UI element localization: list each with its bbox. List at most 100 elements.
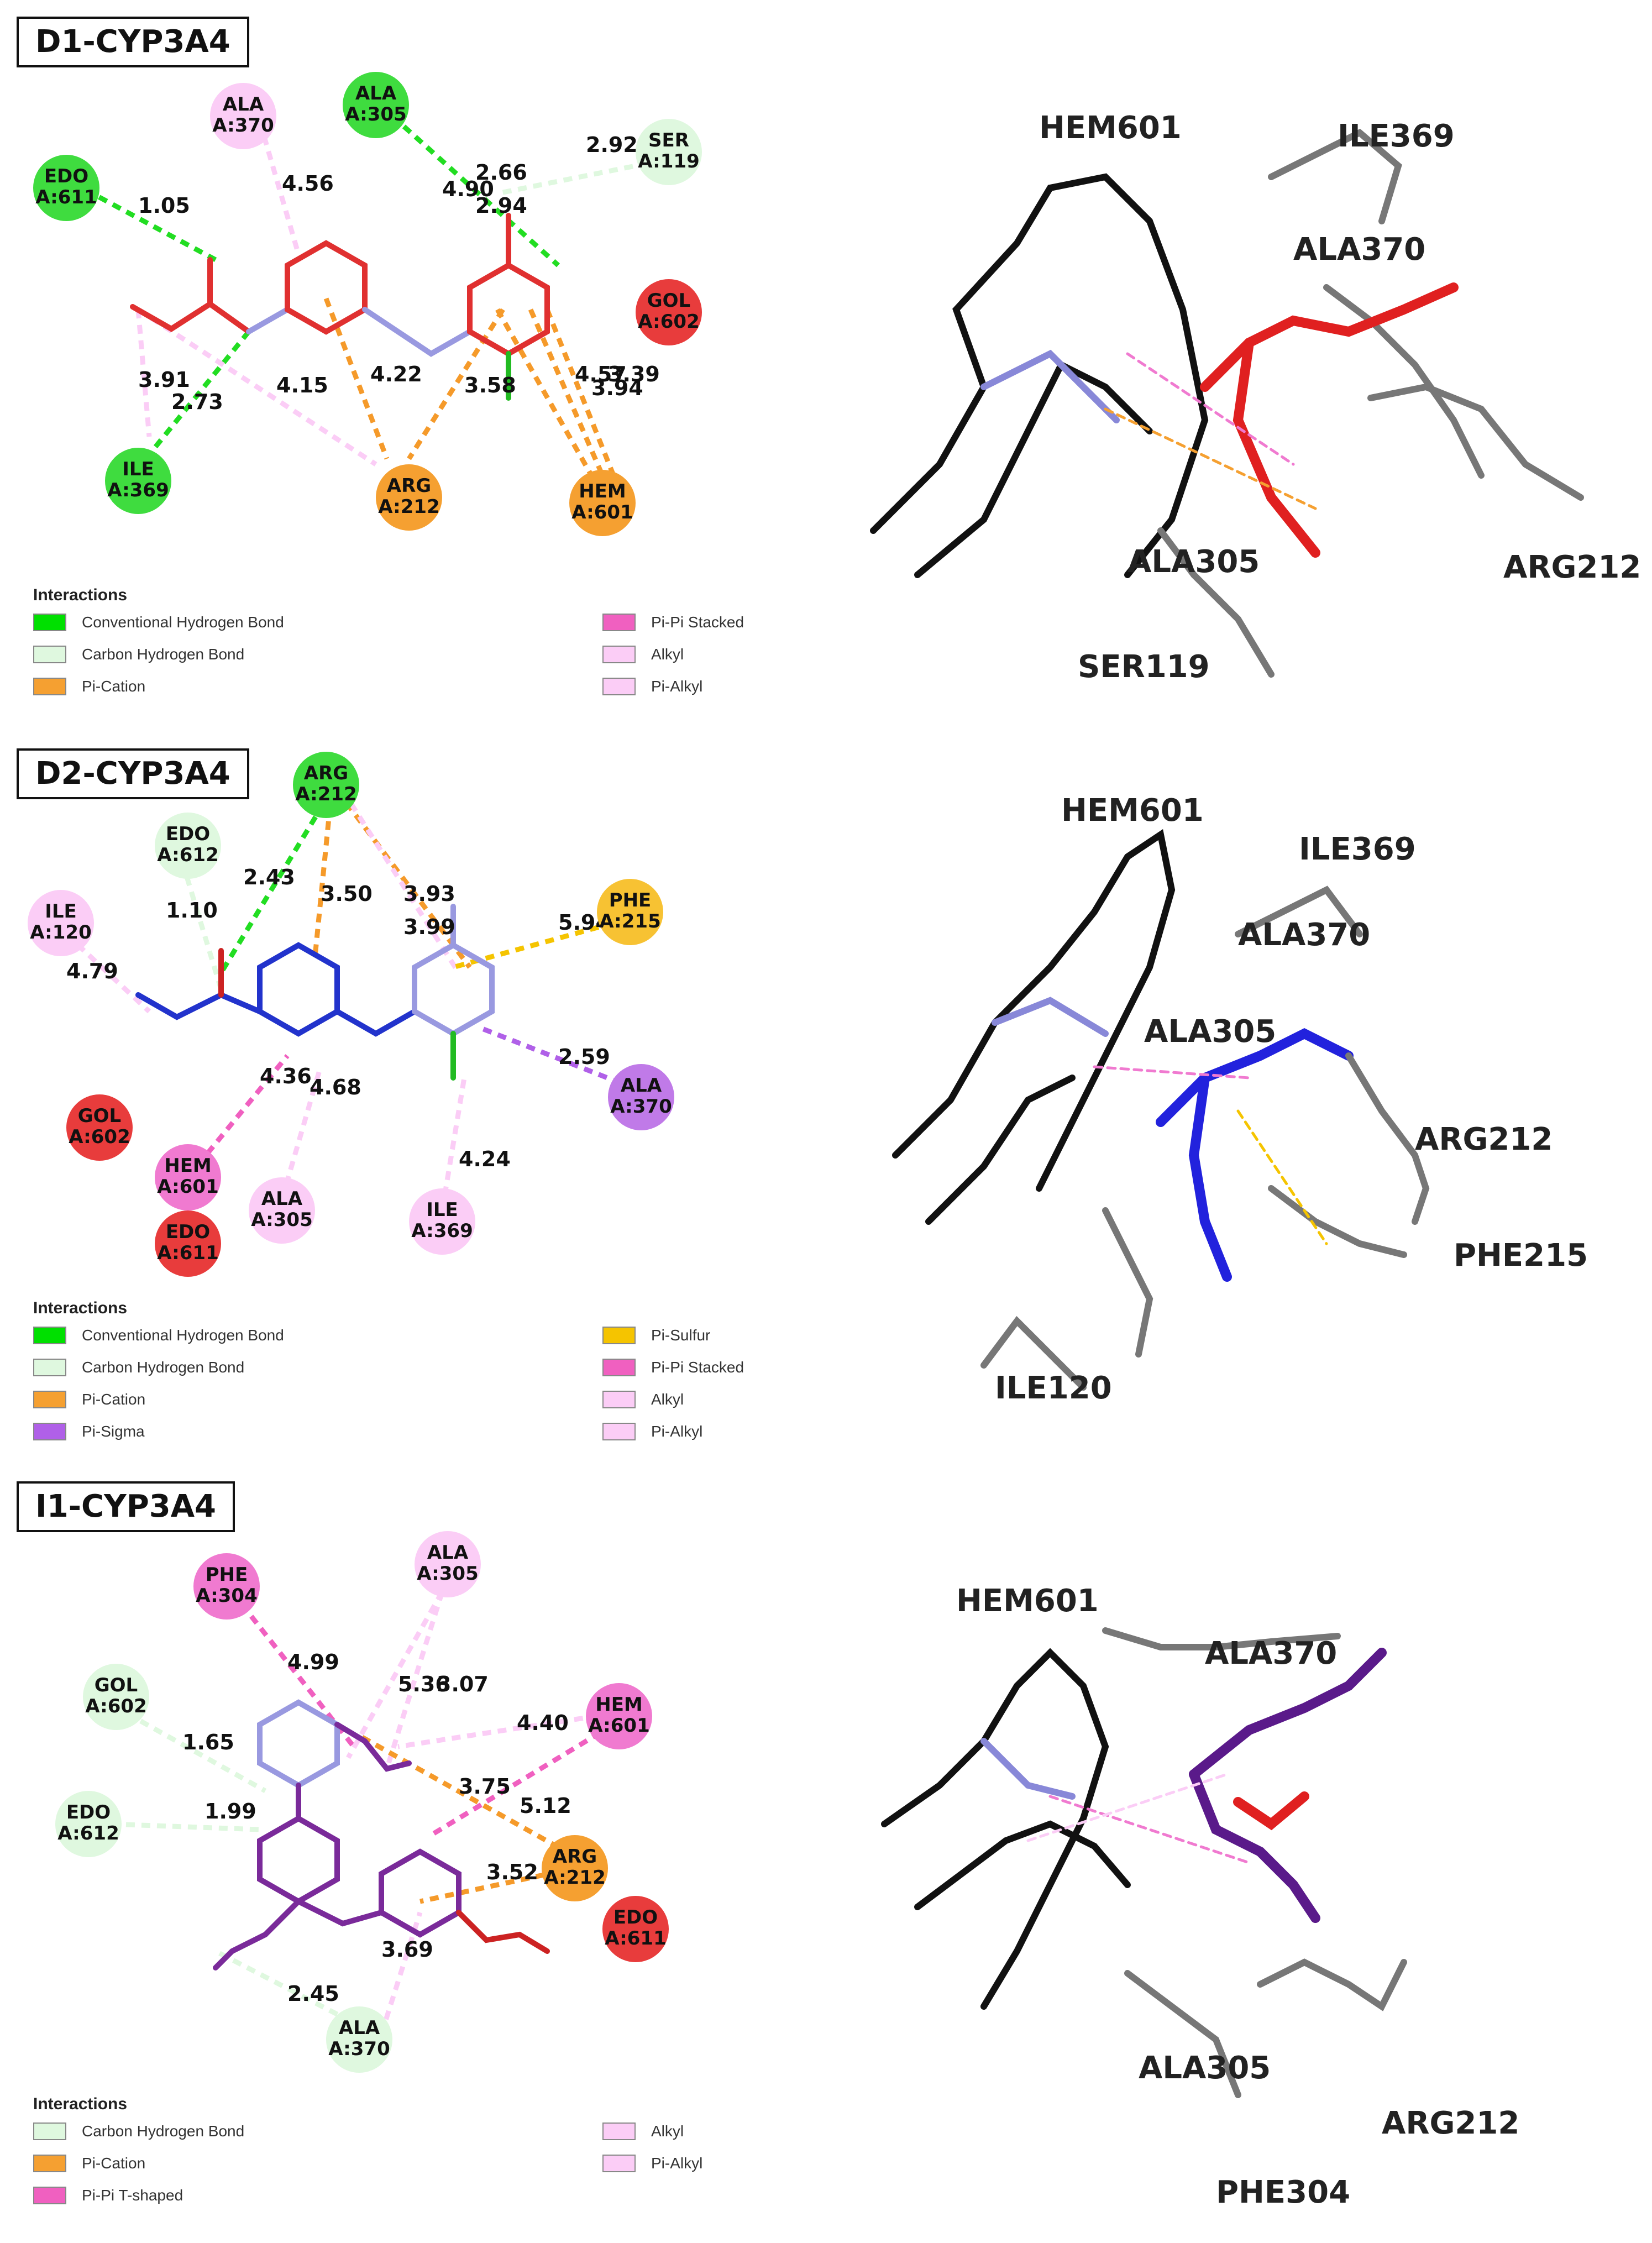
interaction-diagram: 2.43 3.50 3.93 3.99 1.10 5.94 4.79 2.59 … <box>28 752 674 1277</box>
3d-structure-view: HEM601 ALA370 ALA305 ARG212 PHE304 <box>881 1583 1519 2210</box>
svg-text:A:305: A:305 <box>251 1209 313 1231</box>
distance-label: 3.52 <box>486 1860 538 1884</box>
svg-text:ALA: ALA <box>621 1075 662 1097</box>
distance-label: 4.40 <box>517 1711 569 1735</box>
legend-swatch <box>33 646 66 663</box>
3d-label: ALA370 <box>1238 917 1370 953</box>
residue-node: EDO A:611 <box>33 155 99 221</box>
hbond-line <box>390 114 560 268</box>
3d-labels: HEM601 ILE369 ALA370 ALA305 ARG212 SER11… <box>1039 110 1641 685</box>
legend-item: Conventional Hydrogen Bond <box>33 1325 602 1345</box>
distance-label: 3.39 <box>608 362 660 386</box>
ligand-structure <box>213 1699 550 1971</box>
residue-node: SER A:119 <box>636 119 702 185</box>
legend-item: Carbon Hydrogen Bond <box>33 2121 602 2141</box>
legend-swatch <box>602 1327 636 1344</box>
legend-item: Alkyl <box>602 1390 824 1409</box>
hbond-line <box>70 180 217 262</box>
legend-swatch <box>33 2155 66 2172</box>
svg-text:PHE: PHE <box>609 889 652 911</box>
panel-d1: D1-CYP3A4 <box>0 0 1652 724</box>
legend-swatch <box>33 1359 66 1376</box>
svg-text:A:611: A:611 <box>157 1242 219 1264</box>
distance-label: 2.92 <box>586 133 638 157</box>
distance-label: 3.99 <box>403 915 455 939</box>
alkyl-line <box>135 309 152 437</box>
interaction-diagram: 1.05 4.56 2.66 4.90 2.94 2.92 3.91 2.73 … <box>33 72 702 536</box>
svg-text:ALA: ALA <box>355 82 397 104</box>
distance-label: 3.69 <box>381 1937 433 1962</box>
svg-text:EDO: EDO <box>44 165 88 187</box>
distance-label: 4.68 <box>310 1075 361 1099</box>
svg-text:SER: SER <box>648 129 689 151</box>
svg-text:ARG: ARG <box>387 475 431 497</box>
svg-text:EDO: EDO <box>613 1906 658 1928</box>
distance-label: 2.59 <box>558 1045 610 1069</box>
distance-labels: 1.05 4.56 2.66 4.90 2.94 2.92 3.91 2.73 … <box>138 133 660 414</box>
distance-labels: 4.99 5.36 3.07 1.65 4.40 1.99 3.75 5.12 … <box>182 1650 571 2006</box>
legend-item: Pi-Cation <box>33 677 602 696</box>
legend-swatch <box>33 1423 66 1440</box>
legend-swatch <box>33 1327 66 1344</box>
svg-text:A:612: A:612 <box>57 1822 119 1844</box>
pi-cation-line <box>407 308 505 460</box>
legend-swatch <box>602 2155 636 2172</box>
3d-labels: HEM601 ALA370 ALA305 ARG212 PHE304 <box>956 1583 1519 2210</box>
svg-text:A:212: A:212 <box>544 1867 606 1889</box>
distance-label: 2.43 <box>243 865 295 889</box>
svg-text:ALA: ALA <box>339 2017 380 2039</box>
legend-item: Pi-Pi Stacked <box>602 612 824 632</box>
legend-item: Pi-Alkyl <box>602 1422 824 1442</box>
3d-labels: HEM601 ILE369 ALA370 ALA305 ARG212 PHE21… <box>995 793 1588 1406</box>
3d-label: ALA370 <box>1205 1636 1337 1671</box>
svg-text:A:305: A:305 <box>417 1563 479 1585</box>
svg-text:A:602: A:602 <box>69 1126 130 1148</box>
pi-cation-line <box>323 297 390 460</box>
svg-text:ILE: ILE <box>45 900 77 923</box>
distance-label: 4.99 <box>287 1650 339 1674</box>
interaction-lines <box>70 114 664 477</box>
distance-label: 1.10 <box>166 898 218 923</box>
distance-label: 2.94 <box>475 193 527 218</box>
3d-label: ALA305 <box>1139 2050 1271 2086</box>
distance-label: 3.94 <box>591 376 643 400</box>
legend-swatch <box>33 1391 66 1408</box>
svg-text:A:602: A:602 <box>638 311 700 333</box>
distance-label: 2.66 <box>475 160 527 185</box>
distance-label: 5.36 <box>398 1672 450 1696</box>
svg-text:A:601: A:601 <box>571 501 633 523</box>
residue-nodes: EDO A:611 ALA A:370 ALA A:305 SER A:119 … <box>33 72 702 536</box>
panel-title: D1-CYP3A4 <box>17 17 249 67</box>
legend-title: Interactions <box>33 586 128 604</box>
distance-label: 3.91 <box>138 368 190 392</box>
residue-node: HEM A:601 <box>569 470 636 536</box>
svg-text:HEM: HEM <box>595 1694 643 1716</box>
3d-label: ARG212 <box>1415 1122 1553 1157</box>
3d-label: HEM601 <box>1039 110 1182 146</box>
residue-node: ILE A:369 <box>105 448 171 514</box>
interaction-lines <box>110 1590 615 2035</box>
distance-label: 2.45 <box>287 1982 339 2006</box>
distance-label: 4.56 <box>282 171 334 196</box>
3d-label: ILE369 <box>1299 831 1416 867</box>
residue-node: GOL A:602 <box>636 279 702 345</box>
svg-text:A:611: A:611 <box>35 186 97 208</box>
svg-text:A:212: A:212 <box>295 783 357 805</box>
svg-text:EDO: EDO <box>166 1221 210 1243</box>
legend-item: Pi-Cation <box>33 2153 602 2173</box>
legend: Interactions Conventional Hydrogen Bond … <box>33 586 824 696</box>
ch-bond-line <box>497 158 664 196</box>
